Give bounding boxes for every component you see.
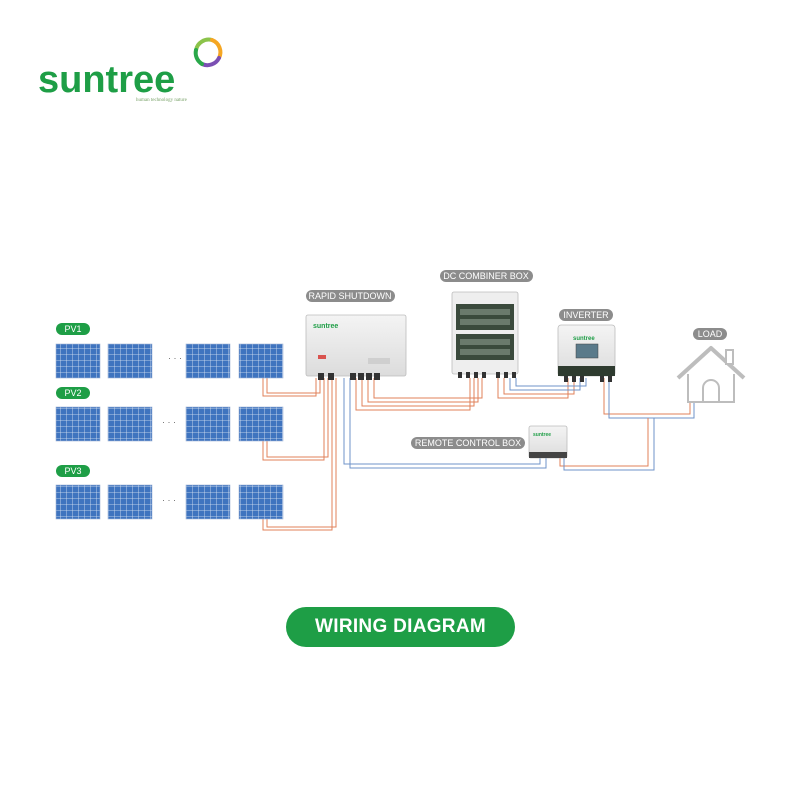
rapid-shutdown-brand: suntree bbox=[313, 323, 338, 330]
wire-pv2-negative bbox=[266, 378, 329, 458]
brand-swirl-icon bbox=[193, 37, 223, 68]
pv-string-2: PV2 · · · bbox=[55, 387, 284, 442]
dc-combiner-box-device: DC COMBINER BOX bbox=[440, 270, 533, 378]
wire-combiner-inverter-3 bbox=[509, 378, 581, 391]
house-icon bbox=[676, 346, 746, 403]
pv3-label: PV3 bbox=[64, 466, 81, 476]
load-house: LOAD bbox=[676, 328, 746, 403]
rapid-shutdown-device: RAPID SHUTDOWN suntree bbox=[305, 290, 407, 380]
brand-tagline: human technology nature bbox=[136, 98, 188, 103]
wiring bbox=[262, 378, 695, 531]
solar-panel bbox=[185, 343, 231, 379]
wire-pv3-negative bbox=[266, 378, 337, 528]
ellipsis: · · · bbox=[162, 417, 176, 427]
wire-pv1-positive bbox=[262, 378, 317, 397]
wire-rsd-combiner-2 bbox=[361, 378, 475, 407]
inverter-label: INVERTER bbox=[563, 310, 609, 320]
solar-panel bbox=[238, 343, 284, 379]
wire-rsd-combiner-1 bbox=[355, 378, 471, 411]
solar-panel bbox=[238, 484, 284, 520]
inverter-device: INVERTER suntree bbox=[557, 309, 616, 382]
solar-panel bbox=[185, 406, 231, 442]
wiring-diagram-title: WIRING DIAGRAM bbox=[286, 607, 515, 647]
wire-combiner-inverter-4 bbox=[515, 378, 587, 387]
load-label: LOAD bbox=[698, 329, 723, 339]
solar-panel bbox=[107, 406, 153, 442]
solar-panel bbox=[107, 343, 153, 379]
ellipsis: · · · bbox=[162, 495, 176, 505]
solar-panel bbox=[55, 343, 101, 379]
wire-inverter-load-1 bbox=[603, 378, 691, 415]
dc-combiner-label: DC COMBINER BOX bbox=[443, 271, 529, 281]
wire-rsd-combiner-3 bbox=[367, 378, 479, 403]
pv-string-3: PV3 · · · bbox=[55, 465, 284, 520]
wire-pv3-positive bbox=[262, 378, 333, 531]
brand-logo: suntree human technology nature bbox=[38, 37, 223, 103]
pv-string-1: PV1 · · · bbox=[55, 323, 284, 379]
wire-remote-4 bbox=[563, 418, 655, 471]
wire-pv1-negative bbox=[266, 378, 321, 394]
pv2-label: PV2 bbox=[64, 388, 81, 398]
solar-panel bbox=[107, 484, 153, 520]
wire-combiner-inverter-1 bbox=[497, 378, 569, 399]
solar-panel bbox=[238, 406, 284, 442]
wire-rsd-combiner-4 bbox=[373, 378, 483, 399]
ellipsis: · · · bbox=[168, 353, 182, 363]
wire-inverter-load-2 bbox=[608, 378, 695, 419]
wire-remote-1 bbox=[343, 378, 541, 465]
remote-control-box-device: REMOTE CONTROL BOX suntree bbox=[411, 425, 568, 459]
wire-pv2-positive bbox=[262, 378, 325, 461]
solar-panel bbox=[185, 484, 231, 520]
remote-brand: suntree bbox=[533, 432, 551, 438]
wire-remote-3 bbox=[559, 418, 649, 467]
wire-remote-2 bbox=[349, 378, 547, 469]
inverter-brand: suntree bbox=[573, 336, 595, 342]
solar-panel bbox=[55, 406, 101, 442]
remote-control-label: REMOTE CONTROL BOX bbox=[415, 438, 521, 448]
rapid-shutdown-label: RAPID SHUTDOWN bbox=[309, 291, 392, 301]
brand-name: suntree bbox=[38, 59, 175, 101]
solar-panel bbox=[55, 484, 101, 520]
pv1-label: PV1 bbox=[64, 324, 81, 334]
